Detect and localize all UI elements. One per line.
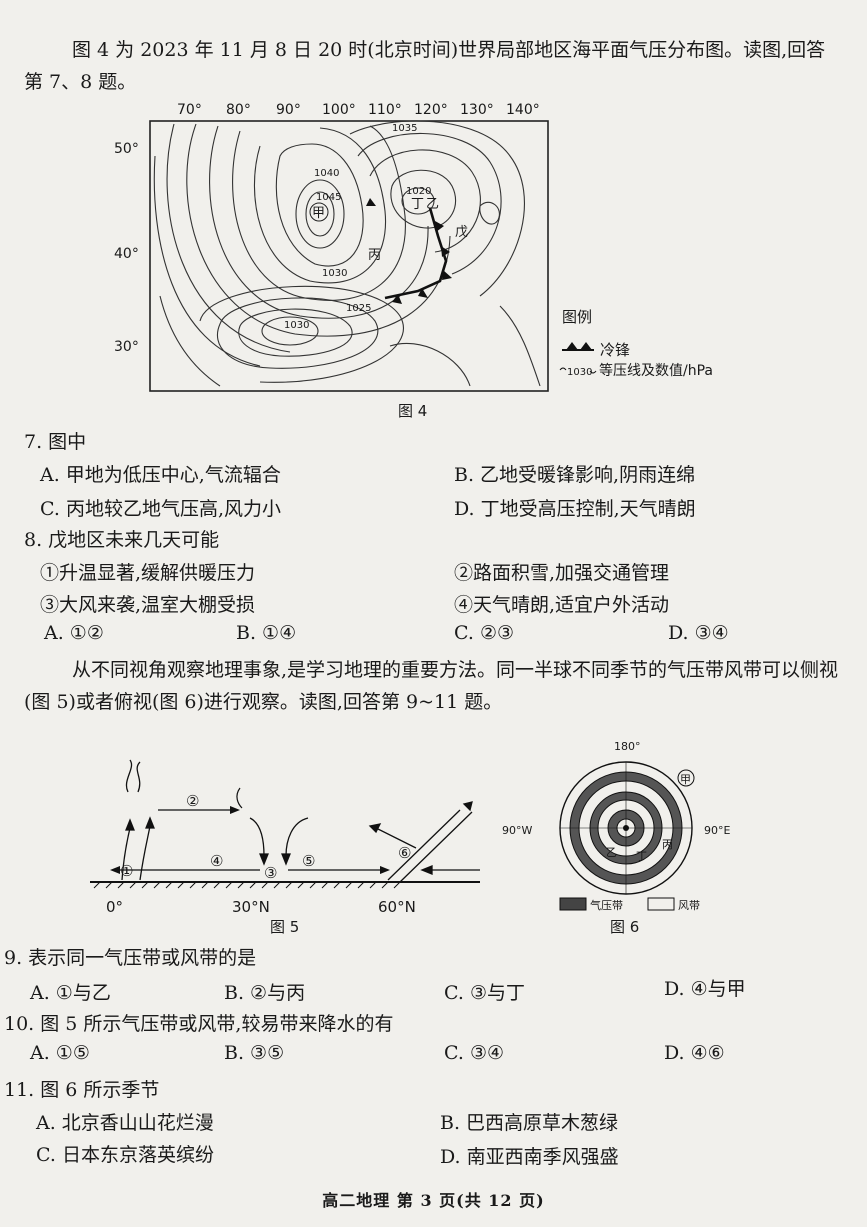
question-8-item-1: ①升温显著,缓解供暖压力 (40, 562, 256, 584)
marker-4: ④ (210, 852, 223, 870)
place-ding: 丁 (636, 850, 647, 863)
legend-cold-front: 冷锋 (600, 341, 630, 359)
figure-6-caption: 图 6 (610, 918, 639, 936)
lon-label: 140° (506, 102, 540, 118)
figure-4-caption: 图 4 (398, 402, 427, 420)
marker-1: ① (120, 862, 133, 880)
question-8-option-c[interactable]: C. ②③ (454, 622, 515, 644)
lon-label: 80° (226, 102, 251, 118)
isobar-label: 1020 (406, 186, 431, 197)
legend-wind: 风带 (678, 899, 700, 912)
lon-label: 90° (276, 102, 301, 118)
question-8-item-4: ④天气晴朗,适宜户外活动 (454, 594, 670, 616)
polar-front (368, 801, 480, 883)
question-8-option-a[interactable]: A. ①② (44, 622, 104, 644)
question-9-stem: 9. 表示同一气压带或风带的是 (4, 947, 257, 969)
legend-isobar-number: 1030 (567, 367, 592, 378)
question-10-option-c[interactable]: C. ③④ (444, 1042, 505, 1064)
lon-label: 130° (460, 102, 494, 118)
figure-6-polar-view: 180° 90°W 90°E 0° 甲 乙 丙 丁 气压带 风带 图 6 (502, 740, 730, 936)
isobar-label: 1025 (346, 303, 371, 314)
subtropical-sinking-air (249, 817, 309, 866)
place-label: 戊 (455, 225, 468, 240)
question-10-stem: 10. 图 5 所示气压带或风带,较易带来降水的有 (4, 1013, 394, 1035)
question-9-option-a[interactable]: A. ①与乙 (30, 982, 111, 1004)
question-8-stem: 8. 戊地区未来几天可能 (24, 529, 220, 551)
isobar-label: 1035 (392, 123, 417, 134)
label-180: 180° (614, 740, 641, 753)
page-footer: 高二地理 第 3 页(共 12 页) (322, 1191, 545, 1210)
question-10-option-d[interactable]: D. ④⑥ (664, 1042, 725, 1064)
question-10-option-a[interactable]: A. ①⑤ (30, 1042, 90, 1064)
legend-wind-swatch (647, 897, 675, 911)
question-7-option-d[interactable]: D. 丁地受高压控制,天气晴朗 (454, 498, 696, 520)
marker-2: ② (186, 792, 199, 810)
isobar-label: 1030 (284, 320, 309, 331)
polar-rings (559, 761, 693, 895)
lon-label: 100° (322, 102, 356, 118)
lon-label: 110° (368, 102, 402, 118)
question-7-option-b[interactable]: B. 乙地受暖锋影响,阴雨连绵 (454, 464, 696, 486)
ground-hatching (93, 881, 401, 889)
lat-label: 30° (114, 339, 139, 355)
question-8-item-2: ②路面积雪,加强交通管理 (454, 562, 670, 584)
figure-5-caption: 图 5 (270, 918, 299, 934)
map-frame (149, 120, 549, 392)
cold-front (384, 207, 452, 304)
question-9-option-d[interactable]: D. ④与甲 (664, 978, 746, 1000)
place-marker (309, 202, 329, 222)
question-11-option-d[interactable]: D. 南亚西南季风强盛 (440, 1146, 619, 1168)
legend-title: 图例 (562, 308, 592, 326)
legend-pressure-swatch (559, 897, 587, 911)
question-7-stem: 7. 图中 (24, 431, 87, 453)
question-11-option-b[interactable]: B. 巴西高原草木葱绿 (440, 1112, 619, 1134)
question-8-item-3: ③大风来袭,温室大棚受损 (40, 594, 256, 616)
legend-cold-front-icon (562, 342, 594, 351)
x-label-30n: 30°N (232, 898, 270, 916)
place-label: 乙 (426, 197, 439, 212)
question-8-option-b[interactable]: B. ①④ (236, 622, 297, 644)
place-jia: 甲 (680, 773, 691, 786)
question-9-option-c[interactable]: C. ③与丁 (444, 982, 525, 1004)
intro-paragraph-2: 从不同视角观察地理事象,是学习地理的重要方法。同一半球不同季节的气压带风带可以侧… (24, 659, 839, 713)
x-label-0: 0° (106, 898, 123, 916)
question-10-option-b[interactable]: B. ③⑤ (224, 1042, 285, 1064)
legend-pressure: 气压带 (590, 898, 623, 912)
legend-isobar-icon (559, 367, 567, 371)
question-8-option-d[interactable]: D. ③④ (668, 622, 729, 644)
place-label: 甲 (312, 206, 325, 221)
isobar-label: 1040 (314, 168, 339, 179)
lat-label: 40° (114, 246, 139, 262)
isobar-lines (153, 120, 541, 387)
lat-label: 50° (114, 141, 139, 157)
intro-paragraph-1: 图 4 为 2023 年 11 月 8 日 20 时(北京时间)世界局部地区海平… (24, 39, 826, 93)
x-label-60n: 60°N (378, 898, 416, 916)
figure-4-pressure-map: 70° 80° 90° 100° 110° 120° 130° 140° 50°… (114, 102, 713, 420)
lon-label: 70° (177, 102, 202, 118)
question-9-option-b[interactable]: B. ②与丙 (224, 982, 306, 1004)
question-7-option-c[interactable]: C. 丙地较乙地气压高,风力小 (40, 498, 281, 520)
question-11-stem: 11. 图 6 所示季节 (4, 1079, 160, 1101)
marker-6: ⑥ (398, 844, 411, 862)
place-yi: 乙 (606, 846, 617, 859)
figure-5-side-view: ① ② ③ ④ ⑤ ⑥ 0° 30°N 60°N 图 5 (90, 759, 480, 934)
equator-rising-air (121, 759, 155, 881)
place-bing: 丙 (662, 838, 673, 851)
question-11-option-c[interactable]: C. 日本东京落英缤纷 (36, 1144, 214, 1166)
marker-3: ③ (264, 864, 277, 882)
legend-isobar: 等压线及数值/hPa (599, 362, 713, 379)
isobar-label: 1030 (322, 268, 347, 279)
lon-label: 120° (414, 102, 448, 118)
label-90w: 90°W (502, 824, 532, 837)
isobar-label: 1045 (316, 192, 341, 203)
place-label: 丙 (368, 248, 381, 263)
label-90e: 90°E (704, 824, 730, 837)
question-11-option-a[interactable]: A. 北京香山山花烂漫 (36, 1112, 214, 1134)
marker-5: ⑤ (302, 852, 315, 870)
question-7-option-a[interactable]: A. 甲地为低压中心,气流辐合 (40, 464, 281, 486)
place-label: 丁 (411, 197, 424, 212)
